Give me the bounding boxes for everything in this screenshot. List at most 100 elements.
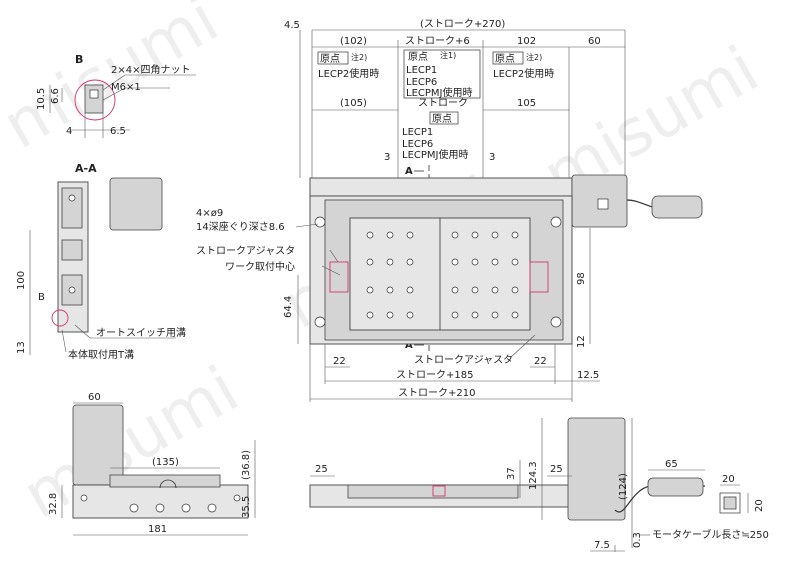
work-center-label: ワーク取付中心 [225, 260, 295, 273]
dim-105-left: (105) [340, 98, 367, 109]
bolt-hole [511, 231, 519, 239]
top-view: 4.5 (ストローク+270) (102) ストローク+6 102 60 原点 … [196, 18, 703, 402]
origin-box-lecp1-center-line-2: LECP6 [406, 77, 437, 88]
section-aa-view: A-A 100 13 B オートスイッチ用溝 本体取付用T溝 [16, 162, 186, 361]
bolt-hole [451, 258, 459, 266]
origin-note-line-1: LECP1 [402, 127, 433, 138]
bolt-hole [511, 311, 519, 319]
side-dim-7-5: 7.5 [594, 540, 610, 551]
counterbore-label: 14深座ぐり深さ8.6 [196, 220, 285, 233]
dim-3-right: 3 [489, 152, 495, 163]
dim-stroke-6: ストローク+6 [405, 35, 470, 47]
dim-stroke-210: ストローク+210 [398, 387, 475, 399]
bolt-hole [491, 231, 499, 239]
thread-label: M6×1 [111, 82, 141, 93]
side-dim-124: (124) [618, 473, 629, 500]
dim-3-left: 3 [384, 152, 390, 163]
dim-64-4: 64.4 [283, 296, 294, 318]
bolt-hole [511, 286, 519, 294]
bolt-hole [511, 258, 519, 266]
detail-b-dim-6-5: 6.5 [110, 126, 126, 137]
origin-box-lecp2-left: 原点 注2) LECP2使用時 [317, 51, 379, 80]
origin-note-line-3: LECPMJ使用時 [402, 148, 468, 161]
bolt-hole [366, 286, 374, 294]
dim-4-5: 4.5 [284, 20, 300, 31]
side-dim-25-right: 25 [550, 464, 563, 475]
origin-box-lecp2-right: 原点 注2) LECP2使用時 [492, 51, 554, 80]
bolt-hole [406, 311, 414, 319]
auto-switch-groove-label: オートスイッチ用溝 [96, 326, 186, 339]
bolt-hole [386, 258, 394, 266]
bolt-hole [366, 258, 374, 266]
bolt-hole [471, 258, 479, 266]
dim-12: 12 [576, 335, 587, 348]
bolt-hole [491, 258, 499, 266]
nut-label: 2×4×四角ナット [111, 64, 190, 76]
end-dim-60: 60 [88, 392, 101, 403]
detail-b-title: B [75, 53, 83, 66]
origin-box-lecp2-left-note: 注2) [351, 52, 367, 62]
bolt-hole [406, 258, 414, 266]
dim-22-left: 22 [333, 356, 346, 367]
bolt-hole [366, 311, 374, 319]
dim-12-5: 12.5 [577, 370, 599, 381]
detail-b-dim-6-6: 6.6 [50, 88, 61, 104]
bolt-hole [451, 311, 459, 319]
dim-60: 60 [588, 36, 601, 47]
end-view: 60 (135) (36.8) 32.8 35.5 181 [48, 392, 256, 536]
section-b-label: B [38, 292, 45, 303]
origin-note-line-2: LECP6 [402, 139, 433, 150]
bolt-hole [471, 311, 479, 319]
origin-box-lecp2-left-tag: 原点 [320, 53, 340, 65]
section-dim-100: 100 [16, 271, 27, 290]
side-dim-65: 65 [665, 459, 678, 470]
origin-note-lecp1: 原点 LECP1 LECP6 LECPMJ使用時 [402, 111, 468, 161]
dim-stroke-270: (ストローク+270) [420, 18, 505, 30]
hole-spec-label: 4×ø9 [196, 208, 223, 219]
bolt-hole [471, 286, 479, 294]
bolt-hole [451, 231, 459, 239]
bolt-hole [386, 311, 394, 319]
side-dim-124-3: 124.3 [528, 461, 539, 490]
end-dim-36-8: (36.8) [241, 450, 252, 480]
origin-box-lecp2-right-text: LECP2使用時 [493, 67, 554, 80]
origin-box-lecp1-center-tag: 原点 [408, 51, 428, 63]
section-mark-a-bottom: A [405, 340, 413, 351]
origin-box-lecp1-center: 原点 注1) LECP1 LECP6 LECPMJ使用時 [403, 49, 481, 99]
dim-22-right: 22 [534, 356, 547, 367]
dim-102-left: (102) [340, 36, 367, 47]
dim-102-right: 102 [517, 36, 536, 47]
side-dim-20-top: 20 [722, 474, 735, 485]
bolt-hole [451, 286, 459, 294]
stroke-adjuster-bottom-label: ストロークアジャスタ [414, 354, 513, 366]
side-dim-37: 37 [506, 467, 517, 480]
origin-box-lecp1-center-line-3: LECPMJ使用時 [406, 86, 472, 99]
origin-box-lecp1-center-note: 注1) [440, 50, 456, 60]
end-dim-181: 181 [148, 524, 167, 535]
bolt-hole [491, 311, 499, 319]
origin-note-tag: 原点 [432, 113, 452, 125]
end-dim-32-8: 32.8 [48, 493, 59, 515]
detail-b-dim-4: 4 [66, 126, 72, 137]
bolt-hole [406, 231, 414, 239]
side-view: 25 37 124.3 25 (124) 65 20 20 0.3 モータケーブ… [309, 417, 769, 552]
end-dim-35-5: 35.5 [241, 496, 252, 518]
bolt-pattern [366, 231, 519, 319]
dim-stroke-185: ストローク+185 [396, 369, 473, 381]
side-dim-0-3: 0.3 [632, 532, 643, 548]
stroke-adjuster-label: ストロークアジャスタ [196, 245, 295, 257]
bolt-hole [386, 231, 394, 239]
bolt-hole [386, 286, 394, 294]
end-dim-135: (135) [152, 457, 179, 468]
origin-box-lecp1-center-line-1: LECP1 [406, 65, 437, 76]
bolt-hole [471, 231, 479, 239]
motor-cable-label: モータケーブル長さ≒250 [652, 528, 769, 541]
origin-box-lecp2-right-tag: 原点 [495, 53, 515, 65]
section-dim-13: 13 [16, 341, 27, 354]
dim-98: 98 [576, 272, 587, 285]
bolt-hole [491, 286, 499, 294]
dim-105-right: 105 [517, 98, 536, 109]
detail-b-view: B 2×4×四角ナット M6×1 10.5 6.6 4 6.5 [36, 53, 196, 138]
detail-b-dim-10-5: 10.5 [36, 88, 47, 110]
